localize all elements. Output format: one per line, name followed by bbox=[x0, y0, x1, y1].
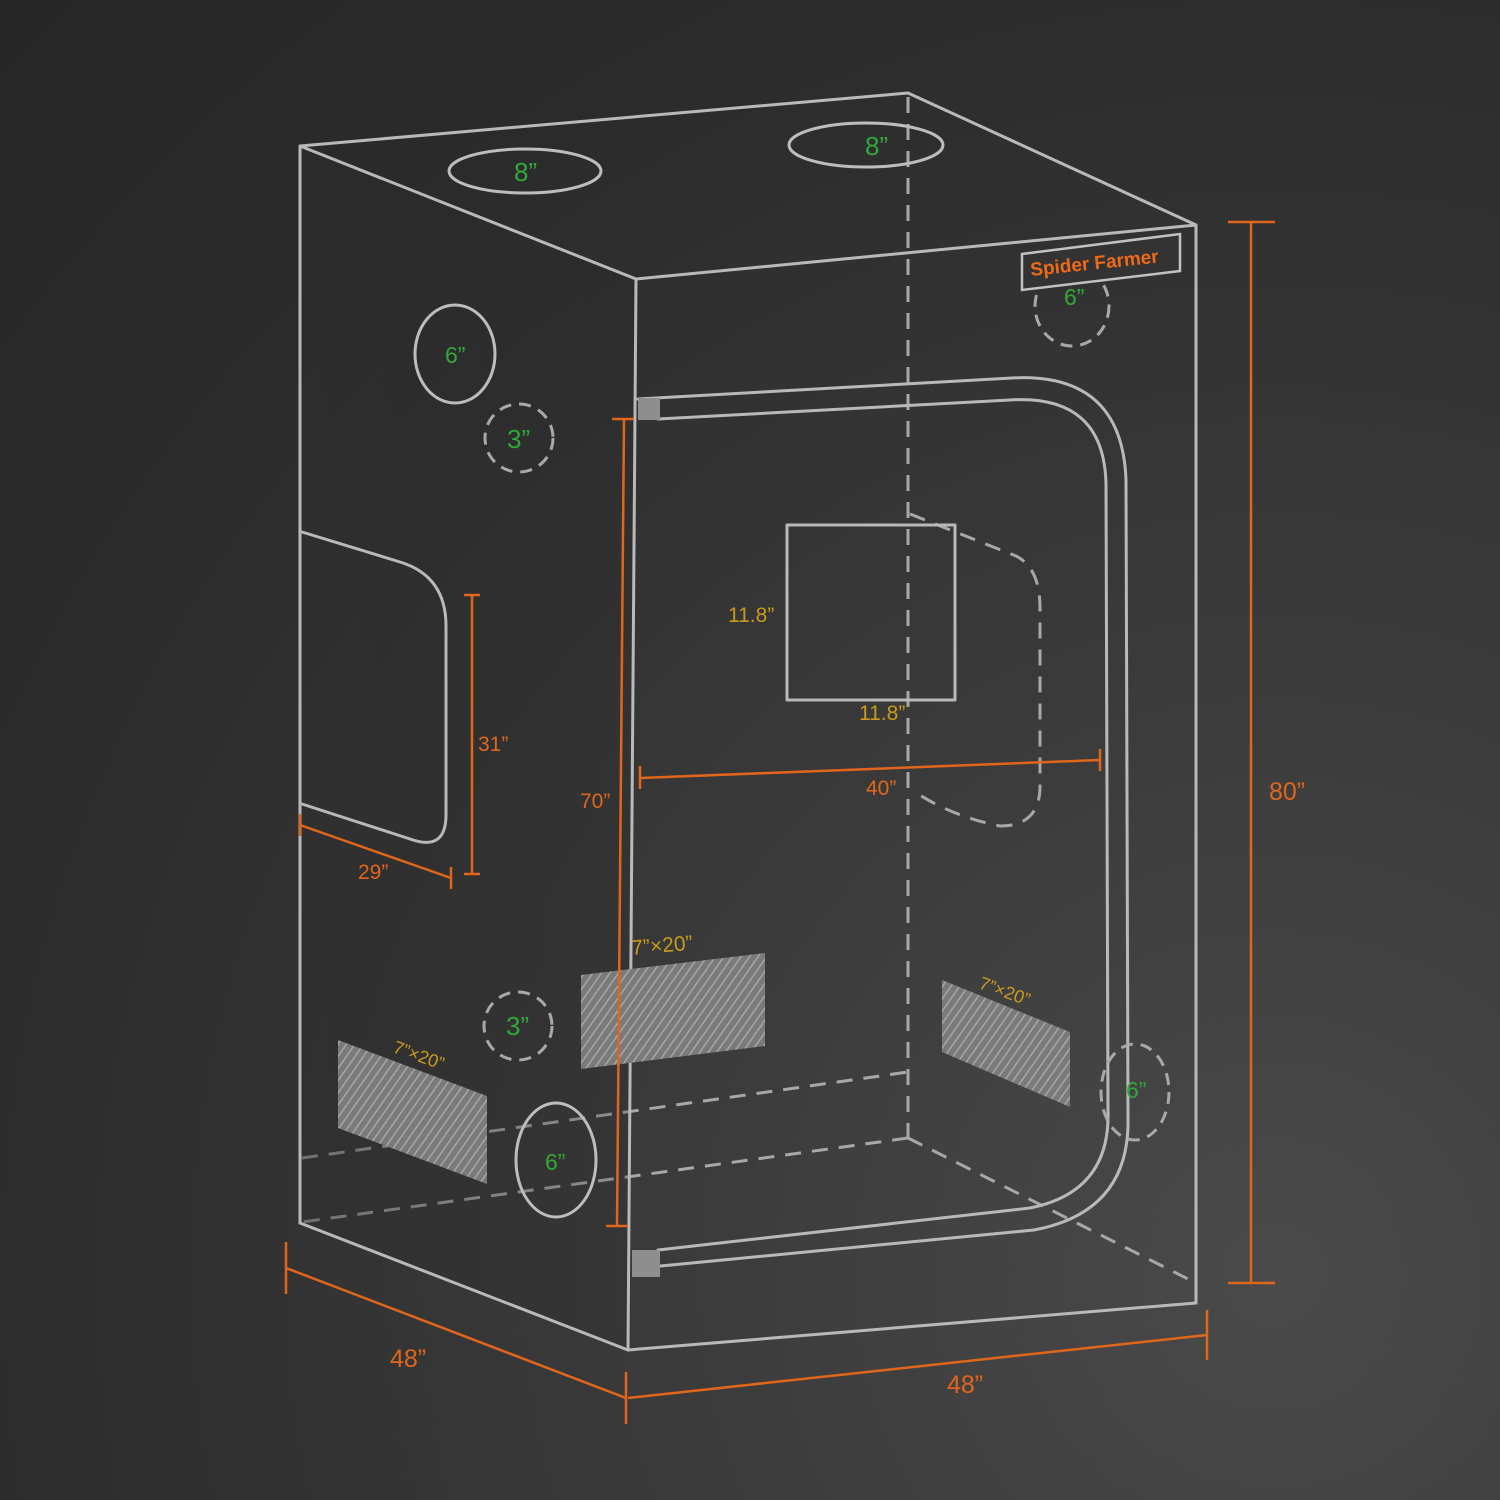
front-left-vertical-edge bbox=[626, 277, 638, 1352]
side-window-outline bbox=[300, 530, 448, 844]
front-window-width-label: 11.8” bbox=[728, 604, 774, 627]
side-vent bbox=[338, 1040, 487, 1184]
top-right-port-label: 8” bbox=[865, 131, 888, 161]
right-lower-hidden-port-label: 6” bbox=[1126, 1077, 1146, 1103]
back-vent bbox=[942, 980, 1070, 1107]
door-inner-outline bbox=[656, 398, 1110, 1252]
front-window-height-label: 11.8” bbox=[859, 702, 905, 725]
dimension-labels: 80” 48” 48” 70” 40” 31” 29” 11.8” 11.8” bbox=[358, 604, 1305, 1399]
door-outer-outline bbox=[636, 376, 1130, 1270]
door-width-label: 40” bbox=[866, 777, 896, 800]
bottom-left-edge bbox=[298, 1221, 630, 1352]
side-upper-small-port bbox=[483, 402, 555, 474]
door-height-label: 70” bbox=[580, 790, 610, 813]
side-window-width-label: 29” bbox=[358, 861, 388, 884]
right-lower-hidden-port bbox=[1099, 1042, 1171, 1142]
side-bottom-port-label: 6” bbox=[545, 1149, 565, 1175]
back-window-hidden-outline bbox=[909, 512, 1042, 828]
ports bbox=[413, 121, 1171, 1219]
bottom-front-edge bbox=[626, 1301, 1198, 1352]
side-upper-port-label: 6” bbox=[445, 342, 465, 368]
side-window-height-label: 31” bbox=[478, 733, 508, 756]
top-right-port bbox=[787, 121, 945, 169]
side-upper-small-port-label: 3” bbox=[507, 424, 530, 454]
front-vent-label: 7”×20” bbox=[630, 932, 693, 960]
door-zipper-top bbox=[638, 398, 660, 420]
front-door bbox=[632, 376, 1130, 1277]
front-vent bbox=[581, 953, 765, 1069]
logo-frame bbox=[1020, 232, 1182, 292]
port-labels: 8” 8” 6” 3” 3” 6” 6” 6” bbox=[445, 131, 1146, 1175]
width-front-label: 48” bbox=[947, 1371, 983, 1399]
depth-side-label: 48” bbox=[390, 1345, 426, 1373]
side-lower-small-port bbox=[482, 990, 554, 1062]
height-total-label: 80” bbox=[1269, 778, 1305, 806]
side-lower-small-port-label: 3” bbox=[506, 1011, 529, 1041]
front-upper-hidden-port-label: 6” bbox=[1064, 284, 1084, 310]
door-zipper-bottom bbox=[632, 1250, 660, 1277]
back-bottom-right-edge bbox=[907, 1136, 1197, 1285]
side-bottom-port bbox=[514, 1101, 598, 1219]
side-upper-port bbox=[413, 303, 497, 405]
brand-logo: Spider Farmer bbox=[1020, 232, 1182, 292]
top-left-port bbox=[447, 147, 603, 195]
front-window-outline bbox=[785, 523, 957, 702]
top-left-port-label: 8” bbox=[514, 157, 537, 187]
dimension-lines bbox=[284, 220, 1275, 1424]
vents bbox=[338, 953, 1070, 1184]
